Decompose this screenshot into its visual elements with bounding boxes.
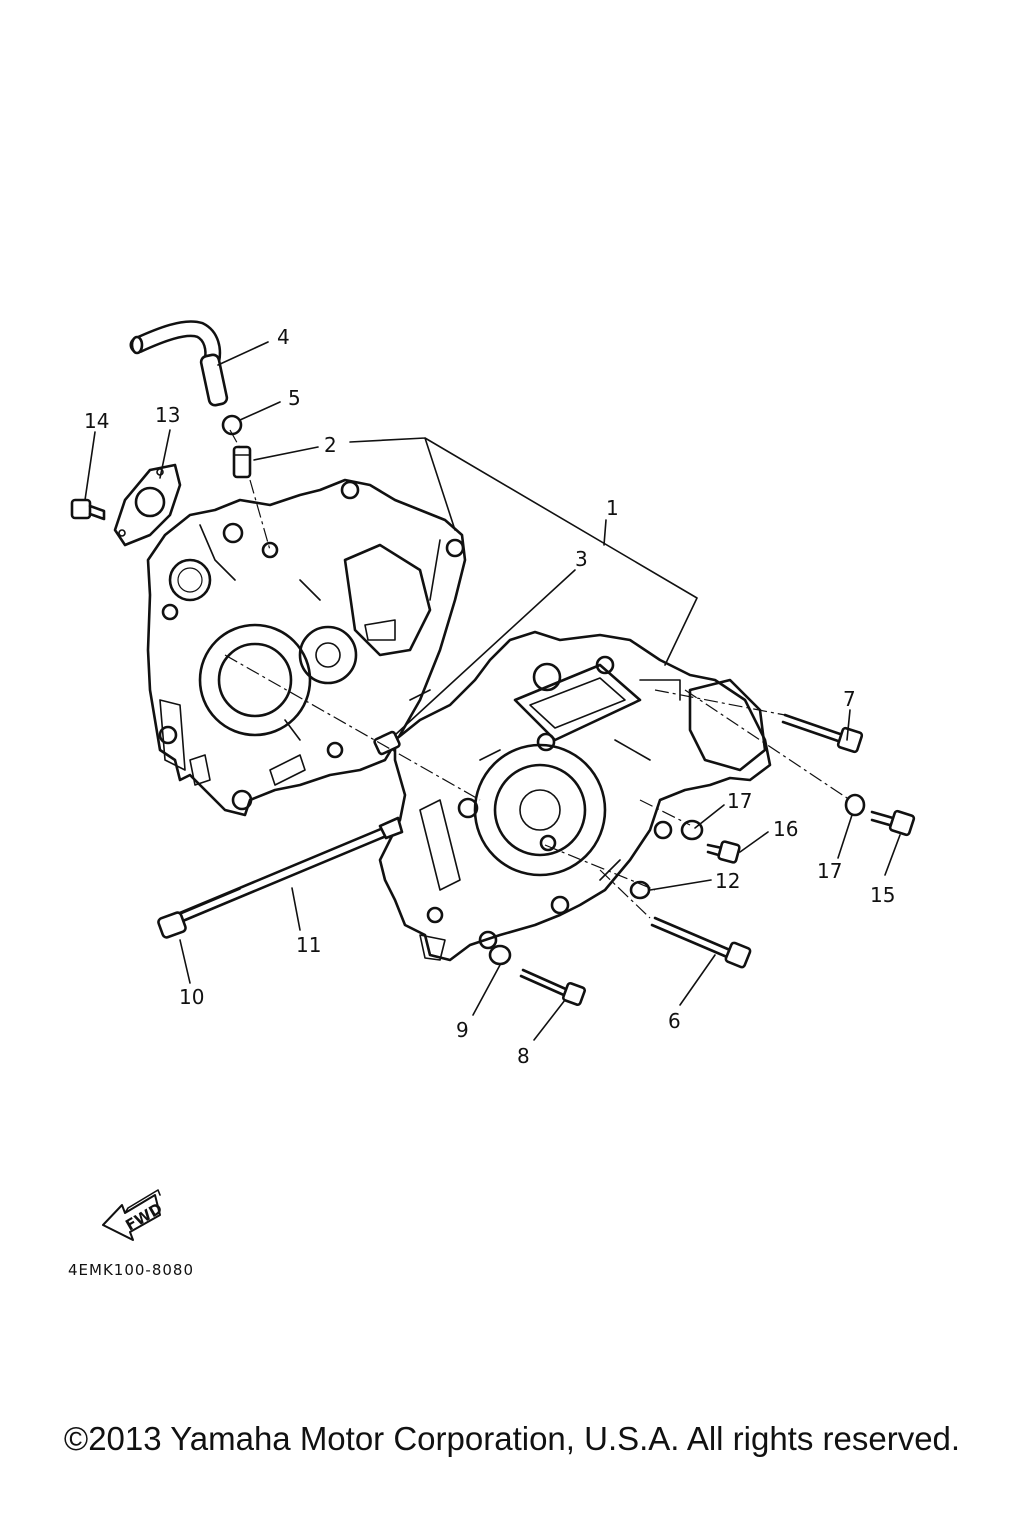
callout-6: 6 (668, 1009, 681, 1033)
callout-7: 7 (843, 687, 856, 711)
fwd-arrow-icon: FWD (102, 1189, 165, 1241)
callout-1: 1 (606, 496, 619, 520)
callout-16: 16 (773, 817, 798, 841)
bolt-7 (781, 713, 864, 754)
leader-lines (84, 341, 901, 1041)
bolt-14 (70, 498, 106, 521)
callout-labels: 1 2 3 4 5 6 7 8 9 10 11 12 13 14 15 16 1… (84, 325, 895, 1068)
dowel-pin-3 (373, 730, 401, 756)
left-crankcase-half (146, 478, 467, 817)
breather-fitting (232, 445, 252, 479)
collar-10 (157, 911, 187, 939)
callout-15: 15 (870, 883, 895, 907)
stud-bolt-11 (173, 816, 404, 925)
washer-9 (488, 944, 512, 966)
bolt-6 (650, 916, 752, 969)
callout-17b: 17 (817, 859, 842, 883)
callout-9: 9 (456, 1018, 469, 1042)
callout-5: 5 (288, 386, 301, 410)
callout-3: 3 (575, 547, 588, 571)
alignment-lines (224, 429, 851, 919)
copyright-notice: ©2013 Yamaha Motor Corporation, U.S.A. A… (63, 1420, 961, 1457)
hose-clip (221, 414, 243, 436)
callout-12: 12 (715, 869, 740, 893)
diagram-part-code: 4EMK100-8080 (68, 1261, 194, 1279)
bolt-16 (706, 840, 741, 864)
callout-14: 14 (84, 409, 109, 433)
bolt-8 (519, 968, 586, 1006)
callout-2: 2 (324, 433, 337, 457)
breather-hose (129, 320, 229, 407)
callout-13: 13 (155, 403, 180, 427)
right-crankcase-half (378, 630, 772, 962)
callout-8: 8 (517, 1044, 530, 1068)
gasket-plate (113, 463, 182, 547)
callout-11: 11 (296, 933, 321, 957)
callout-10: 10 (179, 985, 204, 1009)
callout-4: 4 (277, 325, 290, 349)
washer-17b (844, 793, 866, 817)
bolt-15 (870, 809, 916, 837)
callout-17a: 17 (727, 789, 752, 813)
washer-17a (680, 819, 704, 841)
